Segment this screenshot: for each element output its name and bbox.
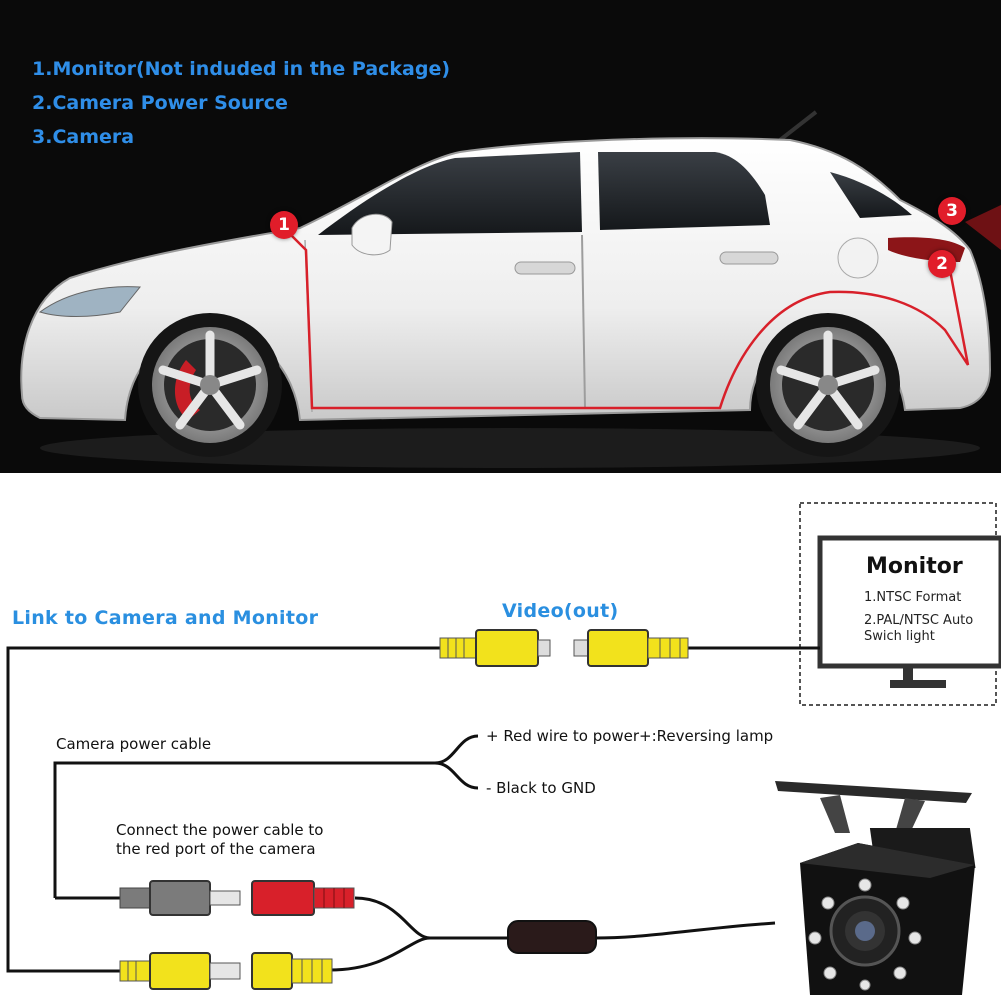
rear-window xyxy=(598,152,770,230)
power-cable-label: Camera power cable xyxy=(56,735,212,753)
wiring-graphics xyxy=(6,502,1001,995)
rca-video-female xyxy=(573,629,689,667)
front-wheel xyxy=(138,313,282,457)
red-wire-label: + Red wire to power+:Reversing lamp xyxy=(486,727,774,745)
connect-note-line2: the red port of the camera xyxy=(116,840,316,858)
headlight xyxy=(38,286,141,317)
rear-wheel xyxy=(756,313,900,457)
legend-item-monitor: 1.Monitor(Not induded in the Package) xyxy=(32,58,451,80)
link-label: Link to Camera and Monitor xyxy=(12,607,319,629)
rca-camera-female xyxy=(251,952,333,990)
car-illustration xyxy=(20,110,1001,468)
connect-note-line1: Connect the power cable to xyxy=(116,821,324,839)
antenna xyxy=(778,110,818,142)
camera-icon xyxy=(775,781,976,995)
monitor-screen xyxy=(817,535,1001,669)
rca-camera-male xyxy=(119,952,241,990)
legend-item-power-source: 2.Camera Power Source xyxy=(32,92,288,114)
monitor-spec-3: Swich light xyxy=(864,629,935,644)
gray-power-plug xyxy=(119,880,241,916)
wiring-route xyxy=(287,231,970,410)
side-mirror xyxy=(351,213,393,256)
monitor-spec-2: 2.PAL/NTSC Auto xyxy=(864,613,974,628)
marker-monitor: 1 xyxy=(270,211,298,239)
legend-item-camera: 3.Camera xyxy=(32,126,135,148)
back-glass xyxy=(830,172,912,218)
red-power-port xyxy=(251,880,355,916)
monitor-spec-1: 1.NTSC Format xyxy=(864,590,962,605)
monitor-title: Monitor xyxy=(866,554,963,579)
video-out-label: Video(out) xyxy=(502,600,619,622)
wires xyxy=(6,646,820,973)
black-wire-label: - Black to GND xyxy=(486,779,596,797)
car-photo-panel: 1.Monitor(Not induded in the Package) 2.… xyxy=(0,0,1001,473)
marker-power-source: 2 xyxy=(928,250,956,278)
inline-module xyxy=(507,920,597,954)
monitor-stand xyxy=(890,680,946,688)
rca-video-male xyxy=(439,629,551,667)
legend: 1.Monitor(Not induded in the Package) 2.… xyxy=(32,52,450,154)
front-window xyxy=(318,152,582,235)
marker-camera: 3 xyxy=(938,197,966,225)
fuel-cap xyxy=(837,237,879,279)
